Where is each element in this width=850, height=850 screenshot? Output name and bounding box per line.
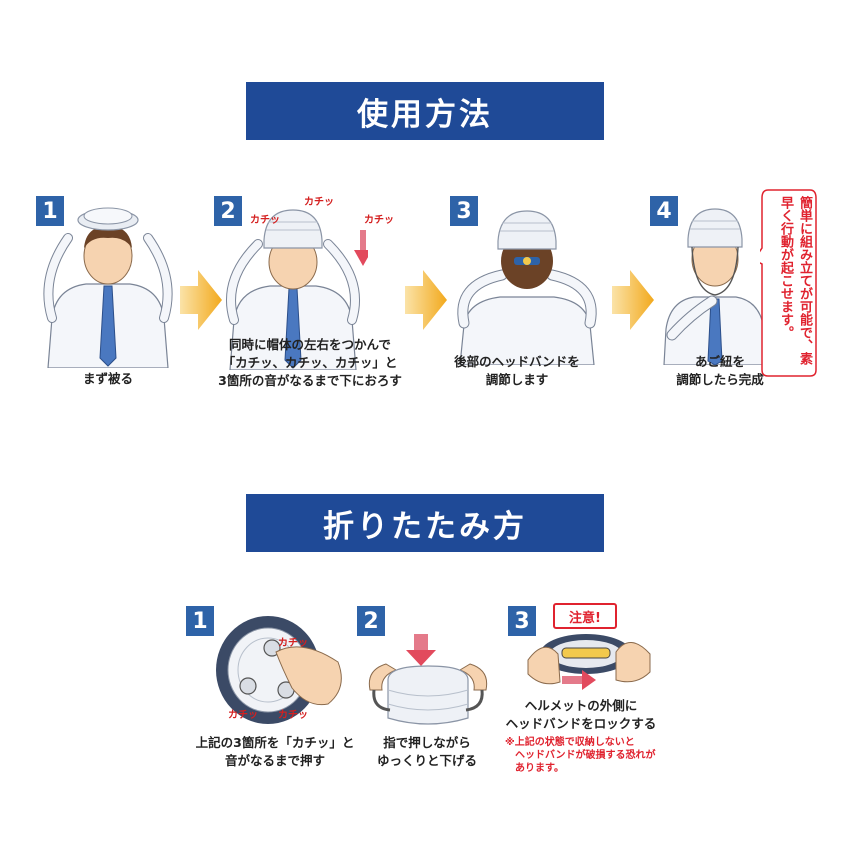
step-number-1: 1 bbox=[36, 196, 64, 226]
lock-headband-illustration bbox=[527, 634, 651, 690]
step-arrow-2 bbox=[405, 270, 447, 330]
lower-helmet-illustration bbox=[368, 634, 488, 725]
step-number-2: 2 bbox=[214, 196, 242, 226]
step-number-4: 4 bbox=[650, 196, 678, 226]
sound-effect-click-right: カチッ bbox=[364, 215, 394, 226]
fold-step-number-2: 2 bbox=[357, 606, 385, 636]
step-caption-3: 後部のヘッドバンドを 調節します bbox=[454, 354, 580, 387]
step-arrow-1 bbox=[180, 270, 222, 330]
person-pressing-helmet-illustration bbox=[226, 209, 368, 370]
step-caption-2: 同時に帽体の左右をつかんで 「カチッ、カチッ、カチッ」と 3箇所の音がなるまで下… bbox=[218, 337, 402, 388]
fold-sound-effect-left: カチッ bbox=[228, 710, 258, 721]
fold-step-caption-2: 指で押しながら ゆっくりと下げる bbox=[376, 735, 477, 768]
speech-bubble bbox=[760, 189, 817, 377]
fold-sound-effect-right: カチッ bbox=[278, 710, 308, 721]
section-title-folding: 折りたたみ方 bbox=[246, 494, 604, 552]
press-helmet-points-illustration bbox=[216, 616, 342, 724]
step-caption-4: あご紐を 調節したら完成 bbox=[676, 354, 764, 387]
fold-sound-effect-top: カチッ bbox=[278, 638, 308, 649]
person-adjusting-headband-illustration bbox=[457, 210, 597, 365]
step-arrow-3 bbox=[612, 270, 654, 330]
fold-warning-text: ※上記の状態で収納しないと ヘッドバンドが破損する恐れが あります。 bbox=[505, 737, 656, 774]
fold-step-caption-1: 上記の3箇所を「カチッ」と 音がなるまで押す bbox=[195, 735, 355, 768]
sound-effect-click-top: カチッ bbox=[304, 197, 334, 208]
person-wearing-helmet-illustration bbox=[43, 207, 173, 368]
caution-label: 注意! bbox=[553, 603, 617, 629]
fold-step-number-3: 3 bbox=[508, 606, 536, 636]
section-title-usage: 使用方法 bbox=[246, 82, 604, 140]
step-caption-1: まず被る bbox=[82, 371, 133, 386]
fold-step-caption-3: ヘルメットの外側に ヘッドバンドをロックする bbox=[505, 698, 657, 731]
fold-step-number-1: 1 bbox=[186, 606, 214, 636]
step-number-3: 3 bbox=[450, 196, 478, 226]
speech-bubble-text: 簡単に組み立てが可能で、素早く行動が起こせます。 bbox=[778, 196, 812, 365]
sound-effect-click-left: カチッ bbox=[250, 215, 280, 226]
person-adjusting-chinstrap-illustration bbox=[663, 208, 767, 365]
